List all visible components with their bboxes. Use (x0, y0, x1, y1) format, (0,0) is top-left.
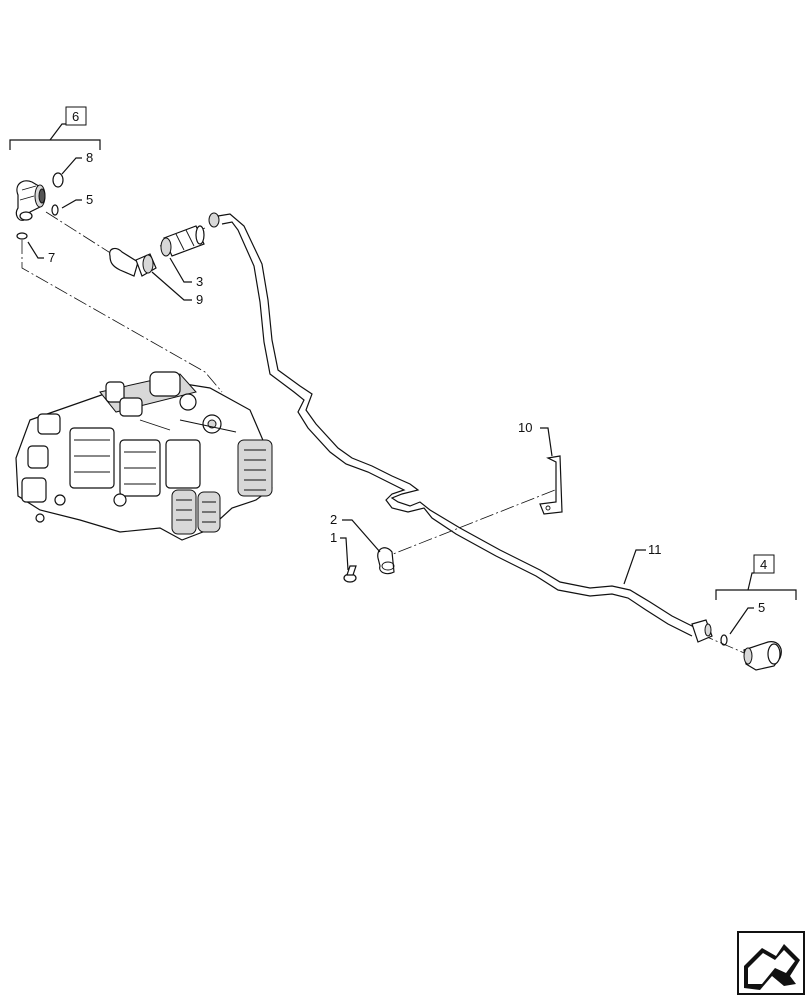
callout-label-5-upper: 5 (86, 192, 93, 207)
callout-label-9: 9 (196, 292, 203, 307)
callout-label-8: 8 (86, 150, 93, 165)
o-ring-5-upper (51, 204, 59, 216)
o-ring-7 (16, 232, 28, 240)
group-bracket-4: 4 (715, 554, 797, 600)
callout-label-10: 10 (518, 420, 532, 435)
elbow-fitting-right (720, 634, 782, 671)
control-valve-assembly (15, 371, 273, 541)
next-page-arrow-icon[interactable] (737, 931, 805, 995)
callout-label-11: 11 (648, 542, 662, 557)
callout-label-4: 4 (760, 557, 767, 572)
bolt-1 (343, 565, 357, 583)
clamp-2 (377, 547, 395, 575)
bracket-10 (539, 455, 563, 515)
callout-label-5-lower: 5 (758, 600, 765, 615)
connector-3 (160, 225, 205, 257)
elbow-tube-9 (109, 247, 157, 277)
hydraulic-tube-11 (208, 212, 713, 643)
elbow-fitting-left (15, 180, 46, 221)
o-ring-5-lower (720, 634, 728, 646)
callout-label-6: 6 (72, 109, 79, 124)
group-bracket-6: 6 (9, 106, 101, 150)
callout-label-1: 1 (330, 530, 337, 545)
callout-label-2: 2 (330, 512, 337, 527)
o-ring-8 (52, 172, 64, 188)
leader-lines (27, 157, 754, 635)
callout-label-7: 7 (48, 250, 55, 265)
callout-label-3: 3 (196, 274, 203, 289)
